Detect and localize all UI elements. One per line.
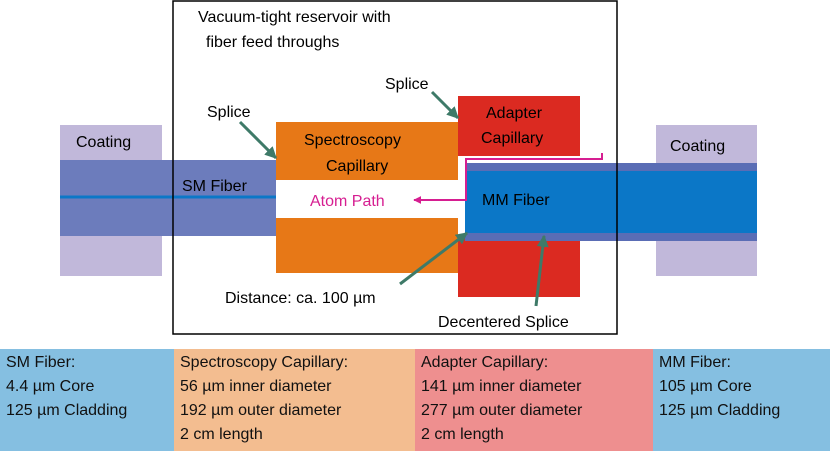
specs-row: SM Fiber: 4.4 µm Core 125 µm Cladding Sp… [0,349,830,451]
spectroscopy-capillary-panel-title: Spectroscopy Capillary: [180,354,349,371]
spectroscopy-capillary-label-line2: Capillary [326,158,388,175]
reservoir-frame [172,0,618,335]
spectroscopy-capillary-lower [276,218,458,273]
spectroscopy-capillary-panel-line: 192 µm outer diameter [180,402,342,419]
mm-fiber-core [465,171,757,233]
sm-fiber-label: SM Fiber [182,178,248,195]
mm-fiber-panel: MM Fiber: 105 µm Core 125 µm Cladding [653,349,830,451]
decentered-splice-arrow [534,234,549,307]
spectroscopy-capillary-panel: Spectroscopy Capillary: 56 µm inner diam… [174,349,415,451]
coating-left-label: Coating [76,134,131,151]
fiber-setup-diagram: Vacuum-tight reservoir with fiber feed t… [60,0,757,335]
adapter-capillary-panel-line: 141 µm inner diameter [421,378,582,395]
adapter-capillary-upper [458,96,580,156]
spectroscopy-capillary-panel-line: 56 µm inner diameter [180,378,332,395]
sm-fiber-panel-title: SM Fiber: [6,354,76,371]
distance-arrow [399,231,468,286]
mm-fiber-panel-line: 125 µm Cladding [659,402,781,419]
adapter-capillary-panel: Adapter Capillary: 141 µm inner diameter… [415,349,653,451]
coating-right-label: Coating [670,138,725,155]
mm-fiber-label: MM Fiber [482,192,550,209]
atom-path-arrow [413,153,603,204]
mm-fiber-panel-line: 105 µm Core [659,378,752,395]
reservoir-label-line1: Vacuum-tight reservoir with [198,9,391,26]
distance-label: Distance: ca. 100 µm [225,290,376,307]
sm-fiber-panel-line: 4.4 µm Core [6,378,95,395]
atom-path-label: Atom Path [310,193,385,210]
decentered-splice-label: Decentered Splice [438,314,569,331]
spectroscopy-capillary-label-line1: Spectroscopy [304,132,401,149]
splice-top-label: Splice [385,76,429,93]
adapter-capillary-panel-line: 2 cm length [421,426,504,443]
adapter-capillary-label-line2: Capillary [481,130,543,147]
splice-left-arrow [238,120,278,160]
adapter-capillary-panel-title: Adapter Capillary: [421,354,549,371]
adapter-capillary-panel-line: 277 µm outer diameter [421,402,583,419]
mm-fiber-panel-title: MM Fiber: [659,354,731,371]
sm-fiber-panel-line: 125 µm Cladding [6,402,128,419]
splice-top-arrow [430,90,460,120]
adapter-capillary-lower [458,237,580,297]
reservoir-label-line2: fiber feed throughs [206,34,339,51]
sm-fiber-panel: SM Fiber: 4.4 µm Core 125 µm Cladding [0,349,174,451]
splice-left-label: Splice [207,104,251,121]
spectroscopy-capillary-panel-line: 2 cm length [180,426,263,443]
adapter-capillary-label-line1: Adapter [486,105,543,122]
spectroscopy-capillary-upper [276,122,458,180]
